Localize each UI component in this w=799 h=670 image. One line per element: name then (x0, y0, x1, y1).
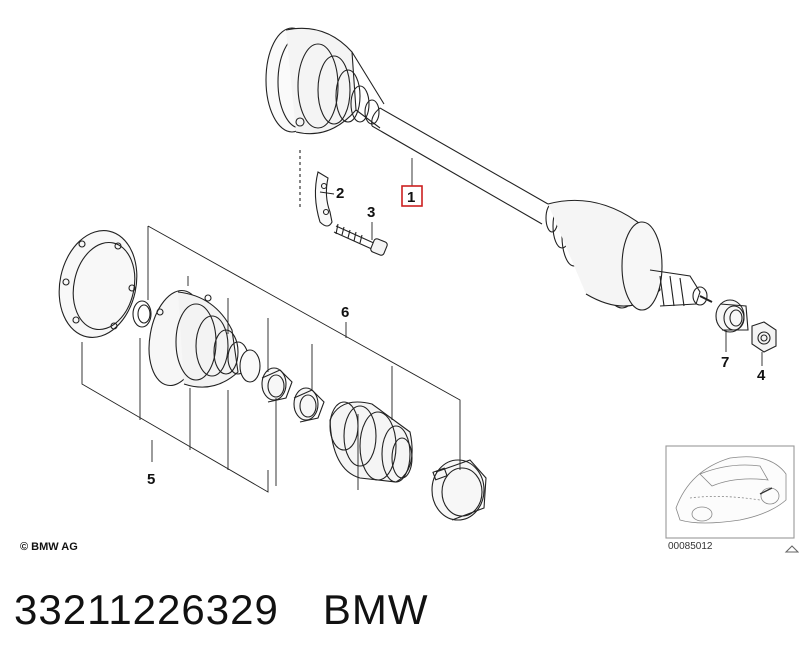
collar-nut[interactable] (751, 321, 777, 353)
clamp-small-2[interactable] (293, 387, 325, 423)
cv-boot[interactable] (329, 401, 413, 483)
part-number: 33211226329 (14, 586, 279, 633)
callout-6[interactable]: 6 (341, 304, 349, 321)
copyright-text: © BMW AG (20, 541, 78, 553)
vehicle-location-thumbnail (665, 445, 799, 553)
callout-1[interactable]: 1 (407, 189, 415, 206)
leader-lines (319, 158, 763, 366)
snap-ring[interactable] (132, 300, 152, 328)
callout-7[interactable]: 7 (721, 354, 729, 371)
cv-joint-boot-kit[interactable] (142, 286, 261, 390)
callout-labels: 1 2 3 4 5 6 7 (147, 185, 766, 488)
flange-plate[interactable] (50, 223, 147, 344)
warning-triangle-icon (784, 545, 799, 553)
washer[interactable] (715, 299, 749, 333)
callout-2[interactable]: 2 (336, 185, 344, 202)
callout-3[interactable]: 3 (367, 204, 375, 221)
bolt[interactable] (333, 223, 388, 256)
drive-shaft[interactable] (265, 27, 713, 311)
clamp-small-1[interactable] (261, 367, 293, 403)
kit-bracket-lines (81, 225, 461, 493)
image-number: 00085012 (668, 541, 713, 552)
callout-5[interactable]: 5 (147, 471, 155, 488)
brand-name: BMW (322, 586, 429, 633)
callout-4[interactable]: 4 (757, 367, 766, 384)
part-caption: 33211226329 BMW (14, 586, 428, 634)
clamp-large[interactable] (431, 459, 487, 521)
highlighted-callout-box[interactable] (401, 185, 423, 207)
lock-plate[interactable] (299, 150, 333, 227)
